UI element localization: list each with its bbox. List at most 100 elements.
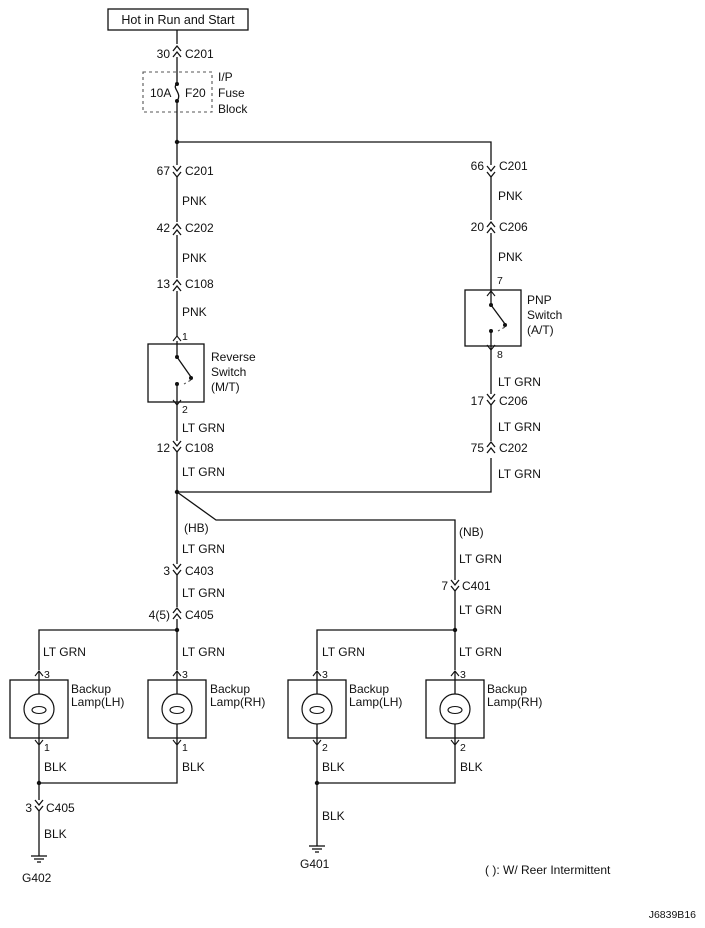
diagram-label: C403 [185, 564, 214, 578]
connector-c405-top: 4(5) C405 [149, 606, 214, 622]
diagram-label: Reverse [211, 350, 256, 364]
wire-color-ltgrn-1: LT GRN [182, 421, 225, 435]
diagram-label: LT GRN [43, 645, 86, 659]
diagram-label: Block [218, 102, 248, 116]
reverse-switch: 1 2 Reverse Switch (M/T) [147, 331, 256, 416]
diagram-label: LT GRN [182, 645, 225, 659]
diagram-label: C206 [499, 394, 528, 408]
diagram-label: 13 [157, 277, 171, 291]
diagram-label: 75 [471, 441, 485, 455]
connector-c401: 7 C401 [441, 579, 491, 593]
diagram-label: 3 [322, 669, 328, 681]
connector-c405-bottom: 3 C405 [25, 799, 75, 815]
diagram-label: Backup [210, 682, 250, 696]
backup-lamp-lh-nb: 3 2 Backup Lamp(LH) [287, 669, 402, 754]
connector-c403: 3 C403 [163, 563, 214, 578]
diagram-label: C108 [185, 277, 214, 291]
diagram-label: BLK [322, 760, 345, 774]
diagram-label: Switch [211, 365, 246, 379]
connector-c108-left-bottom: 12 C108 [157, 440, 214, 455]
diagram-label: 17 [471, 394, 485, 408]
diagram-label: 12 [157, 441, 171, 455]
diagram-label: 30 [157, 47, 171, 61]
diagram-label: 7 [497, 275, 503, 287]
wire-color-ltgrn-9: LT GRN [459, 603, 502, 617]
backup-lamp-rh-nb: 3 2 Backup Lamp(RH) [425, 669, 542, 754]
diagram-label: Backup [487, 682, 527, 696]
wire-color-pnk-2: PNK [182, 251, 207, 265]
diagram-label: 3 [460, 669, 466, 681]
wire-color-pnk-3: PNK [182, 305, 207, 319]
diagram-label: C202 [185, 221, 214, 235]
connector-c206-right-top: 20 C206 [471, 220, 528, 234]
wire-color-ltgrn-6: LT GRN [498, 420, 541, 434]
ground-g401-icon [309, 845, 325, 853]
diagram-label: 8 [497, 349, 503, 361]
power-source-box: Hot in Run and Start [107, 8, 249, 31]
backup-lamp-lh-hb: 3 1 Backup Lamp(LH) [9, 669, 124, 754]
diagram-label: BLK [460, 760, 483, 774]
diagram-label: 1 [182, 742, 188, 754]
wire-color-ltgrn-5: LT GRN [498, 375, 541, 389]
ground-g402-label: G402 [22, 871, 52, 885]
fuse-rating: 10A [150, 86, 171, 100]
connector-c202-right: 75 C202 [471, 440, 528, 455]
diagram-label: 2 [322, 742, 328, 754]
diagram-label: 7 [441, 579, 448, 593]
diagram-label: C206 [499, 220, 528, 234]
diagram-label: BLK [322, 809, 345, 823]
connector-c201-right: 66 C201 [471, 159, 528, 179]
pnp-switch: 7 8 PNP Switch (A/T) [464, 275, 562, 361]
connector-c201-left: 67 C201 [157, 164, 214, 179]
diagram-label: Lamp(LH) [349, 695, 402, 709]
diagram-label: C405 [185, 608, 214, 622]
diagram-label: C201 [499, 159, 528, 173]
connector-c202-left: 42 C202 [157, 221, 214, 236]
legend-note: ( ): W/ Reer Intermittent [485, 863, 611, 877]
diagram-label: C201 [185, 164, 214, 178]
diagram-label: Fuse [218, 86, 245, 100]
backup-lamp-rh-hb: 3 1 Backup Lamp(RH) [147, 669, 265, 754]
diagram-label: 1 [44, 742, 50, 754]
diagram-label: 3 [44, 669, 50, 681]
diagram-label: Switch [527, 308, 562, 322]
wire-color-ltgrn-7: LT GRN [498, 467, 541, 481]
diagram-label: 2 [460, 742, 466, 754]
diagram-label: 3 [25, 801, 32, 815]
diagram-label: (M/T) [211, 380, 240, 394]
diagram-label: Backup [71, 682, 111, 696]
connector-c108-left-top: 13 C108 [157, 277, 214, 292]
diagram-label: 42 [157, 221, 171, 235]
wire-color-ltgrn-3: LT GRN [182, 542, 225, 556]
connector-c206-right-bottom: 17 C206 [471, 393, 528, 408]
wire-color-ltgrn-8: LT GRN [459, 552, 502, 566]
ground-g401-label: G401 [300, 857, 330, 871]
fuse-block: 10A F20 I/P Fuse Block [142, 70, 248, 116]
diagram-label: PNP [527, 293, 552, 307]
diagram-label: C401 [462, 579, 491, 593]
diagram-label: 2 [182, 404, 188, 416]
diagram-label: Lamp(RH) [210, 695, 265, 709]
diagram-label: C108 [185, 441, 214, 455]
branch-hb-label: (HB) [184, 521, 209, 535]
figure-id: J6839B16 [649, 909, 696, 921]
diagram-label: BLK [44, 827, 67, 841]
fuse-name: F20 [185, 86, 206, 100]
diagram-label: Lamp(RH) [487, 695, 542, 709]
power-source-label: Hot in Run and Start [121, 13, 235, 27]
diagram-label: BLK [182, 760, 205, 774]
branch-nb-label: (NB) [459, 525, 484, 539]
wire-color-pnk-4: PNK [498, 189, 523, 203]
diagram-label: LT GRN [459, 645, 502, 659]
diagram-label: 3 [182, 669, 188, 681]
diagram-label: BLK [44, 760, 67, 774]
wire-color-ltgrn-2: LT GRN [182, 465, 225, 479]
diagram-label: 1 [182, 331, 188, 343]
diagram-label: 20 [471, 220, 485, 234]
connector-c201-top: 30 C201 [157, 44, 214, 61]
ground-g402-icon [31, 855, 47, 863]
wire-color-pnk-1: PNK [182, 194, 207, 208]
diagram-label: 4(5) [149, 608, 170, 622]
wire-color-pnk-5: PNK [498, 250, 523, 264]
